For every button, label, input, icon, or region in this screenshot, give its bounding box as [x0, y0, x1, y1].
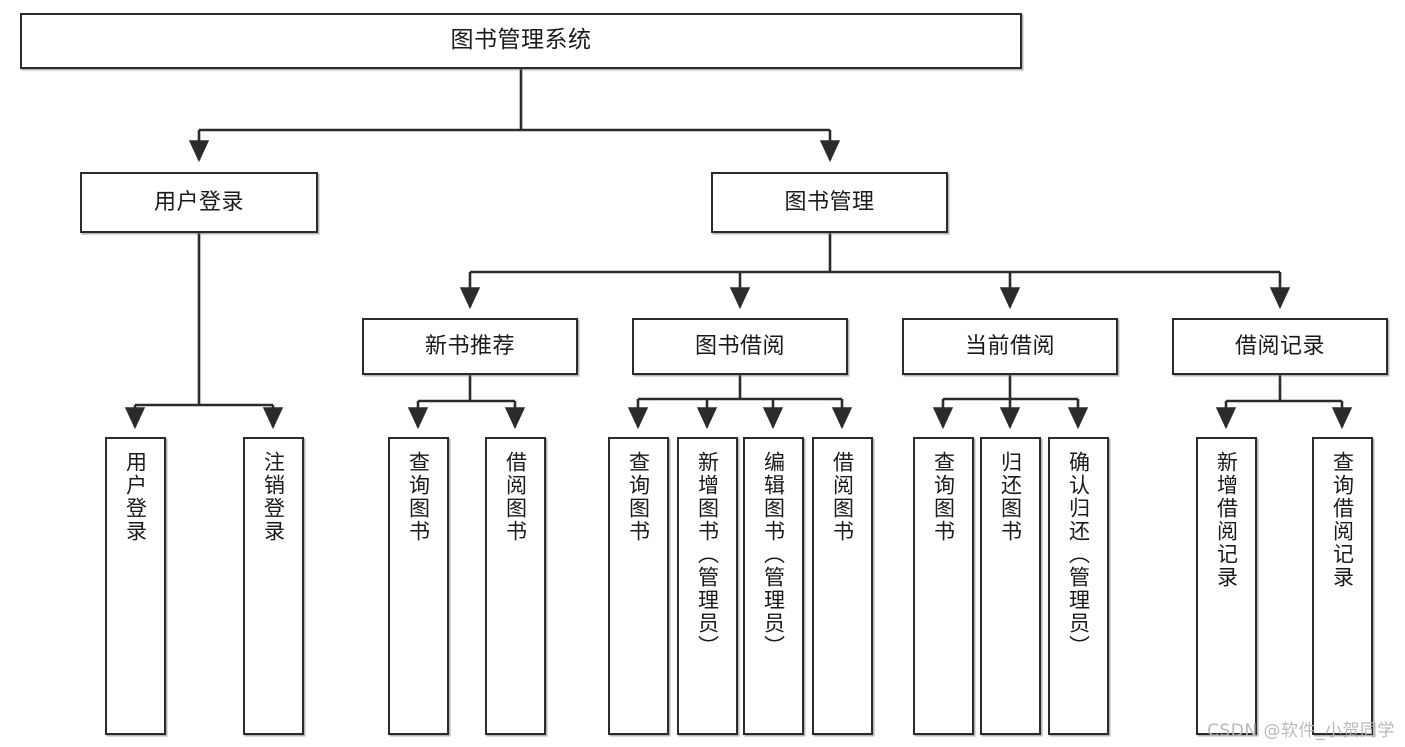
node-label: 编辑图书（管理员）: [761, 451, 786, 658]
node-book-management[interactable]: 图书管理: [711, 172, 948, 233]
node-label: 用户登录: [153, 189, 244, 215]
leaf-user-login[interactable]: 用户登录: [105, 437, 166, 735]
node-label: 查询借阅记录: [1330, 451, 1355, 589]
node-label: 新书推荐: [424, 333, 515, 359]
leaf-borrow-book-from-book-borrowing[interactable]: 借阅图书: [812, 437, 873, 735]
node-label: 查询图书: [406, 451, 431, 543]
node-root-book-management-system[interactable]: 图书管理系统: [20, 13, 1022, 69]
node-label: 归还图书: [998, 451, 1023, 543]
leaf-logout[interactable]: 注销登录: [243, 437, 304, 735]
node-label: 注销登录: [261, 451, 286, 543]
node-book-borrowing[interactable]: 图书借阅: [632, 318, 848, 375]
node-borrowing-record[interactable]: 借阅记录: [1172, 318, 1388, 375]
node-label: 确认归还（管理员）: [1066, 451, 1091, 658]
node-current-borrowing[interactable]: 当前借阅: [902, 318, 1118, 375]
node-label: 查询图书: [931, 451, 956, 543]
leaf-query-book-from-current-borrowing[interactable]: 查询图书: [913, 437, 974, 735]
leaf-return-book[interactable]: 归还图书: [980, 437, 1041, 735]
leaf-query-book-from-book-borrowing[interactable]: 查询图书: [608, 437, 669, 735]
leaf-confirm-return-admin[interactable]: 确认归还（管理员）: [1048, 437, 1109, 735]
leaf-add-borrowing-record[interactable]: 新增借阅记录: [1196, 437, 1257, 735]
leaf-edit-book-admin[interactable]: 编辑图书（管理员）: [743, 437, 804, 735]
node-label: 图书管理: [784, 189, 875, 215]
node-new-book-recommendation[interactable]: 新书推荐: [362, 318, 578, 375]
node-user-login[interactable]: 用户登录: [80, 172, 318, 233]
node-label: 新增借阅记录: [1214, 451, 1239, 589]
leaf-borrow-book-from-new-book-recommendation[interactable]: 借阅图书: [485, 437, 546, 735]
node-label: 新增图书（管理员）: [695, 451, 720, 658]
node-label: 图书管理系统: [450, 27, 592, 54]
leaf-query-borrowing-record[interactable]: 查询借阅记录: [1312, 437, 1373, 735]
node-label: 借阅图书: [503, 451, 528, 543]
node-label: 借阅记录: [1234, 333, 1325, 359]
node-label: 查询图书: [626, 451, 651, 543]
node-label: 用户登录: [123, 451, 148, 543]
node-label: 当前借阅: [964, 333, 1055, 359]
node-label: 图书借阅: [694, 333, 785, 359]
leaf-query-book-from-new-book-recommendation[interactable]: 查询图书: [388, 437, 449, 735]
leaf-add-book-admin[interactable]: 新增图书（管理员）: [677, 437, 738, 735]
csdn-watermark: CSDN @软件_小贺同学: [1207, 721, 1395, 741]
node-label: 借阅图书: [830, 451, 855, 543]
